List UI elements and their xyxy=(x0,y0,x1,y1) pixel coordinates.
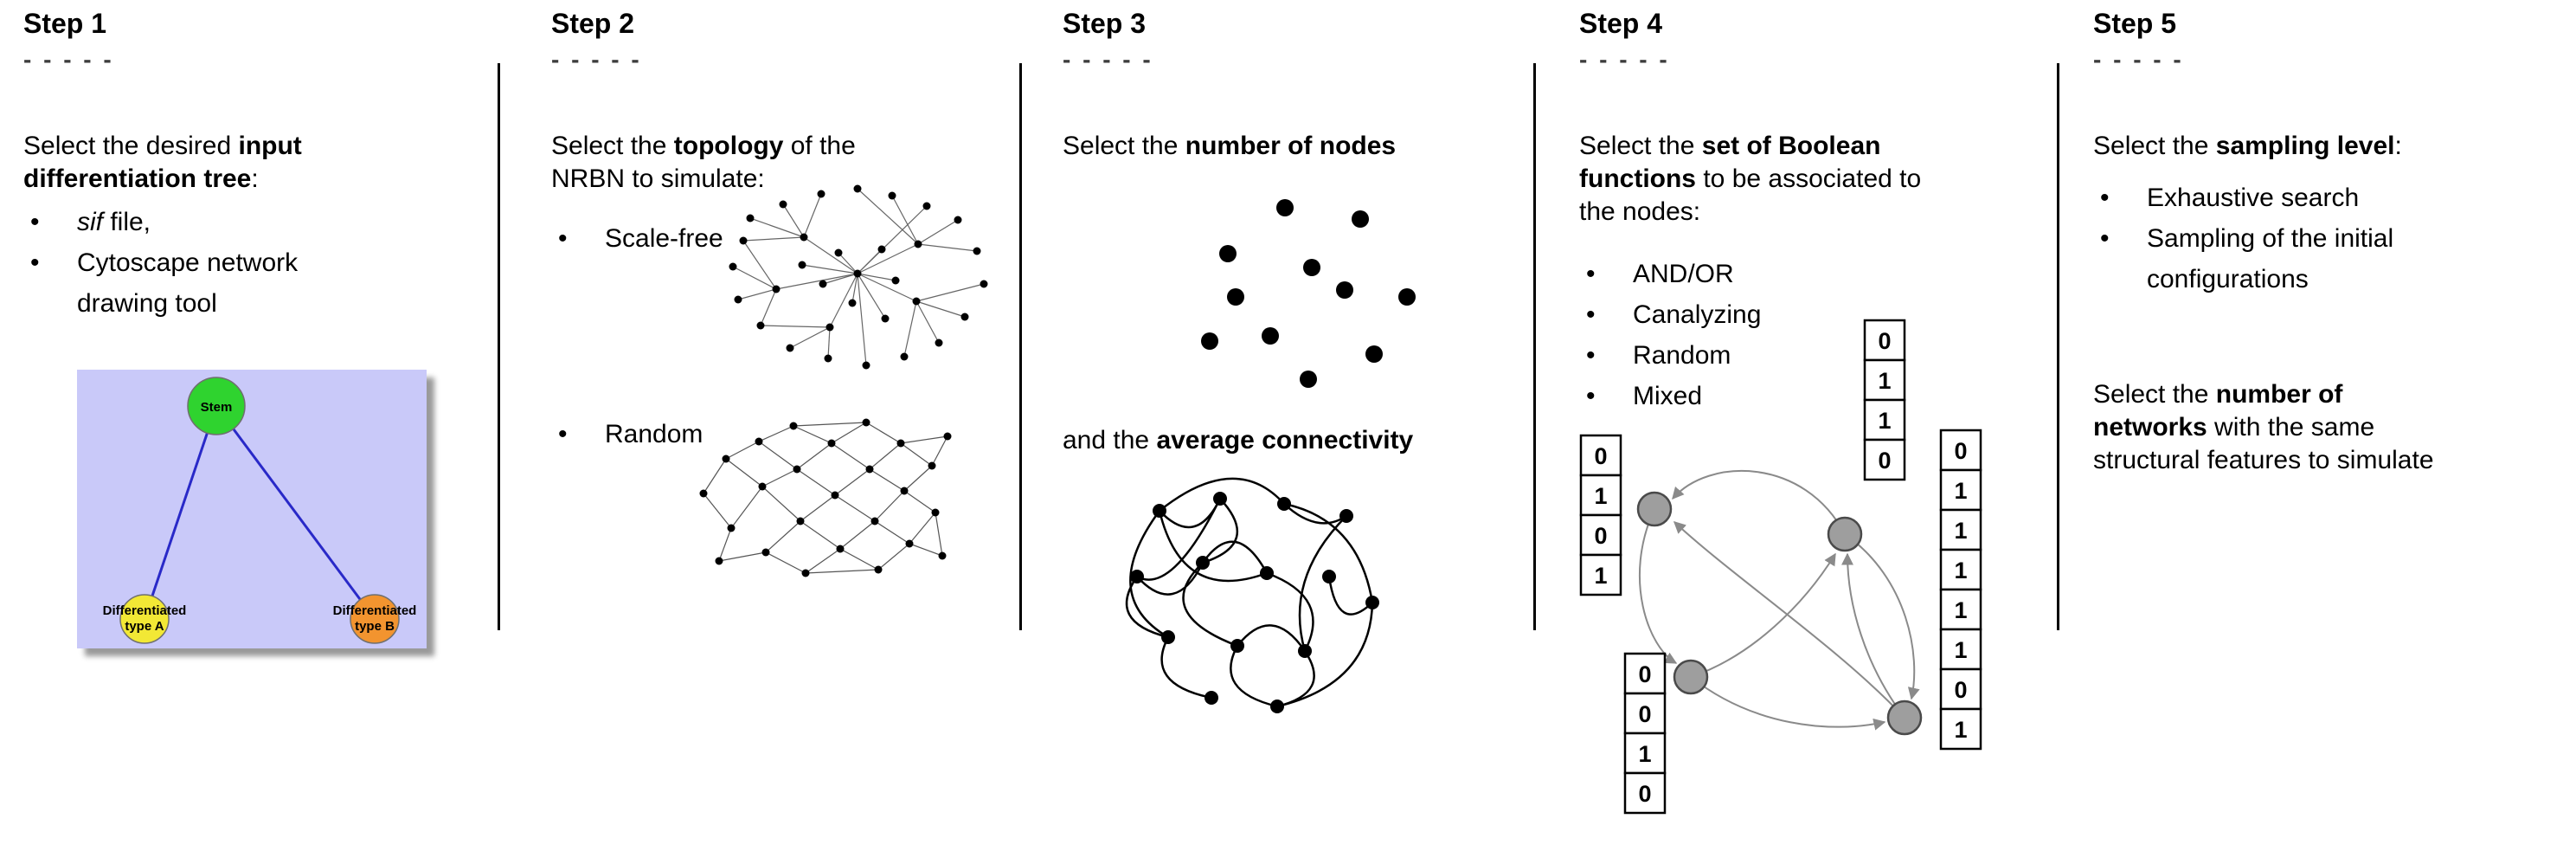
table-cell-value: 1 xyxy=(1954,637,1967,663)
type-a-label-line2: type A xyxy=(125,619,164,634)
table-cell-value: 0 xyxy=(1638,781,1651,807)
regulation-arrows xyxy=(1638,469,1920,731)
stem-label: Stem xyxy=(201,400,233,415)
bullet-item: sif file, xyxy=(23,202,335,242)
dashed-separator: - - - - - xyxy=(1063,46,1153,73)
dashed-separator: - - - - - xyxy=(23,46,114,73)
type-b-label-line1: Differentiated xyxy=(333,603,417,618)
bullet-item: Exhaustive search xyxy=(2093,177,2552,218)
table-cell-value: 1 xyxy=(1594,483,1607,509)
tree-edges xyxy=(143,405,376,620)
network-node xyxy=(1886,699,1923,736)
step-5-instruction-2: Select the number of networks with the s… xyxy=(2093,380,2434,474)
step-1-options: sif file, Cytoscape network drawing tool xyxy=(23,202,335,324)
bullet-item: Cytoscape network drawing tool xyxy=(23,242,335,324)
type-a-label-line1: Differentiated xyxy=(103,603,187,618)
table-cell-value: 1 xyxy=(1954,558,1967,583)
column-divider xyxy=(1019,63,1022,630)
scale-free-nodes xyxy=(729,184,988,370)
boolean-network-nodes xyxy=(1636,491,1923,736)
scale-free-network-image xyxy=(700,180,1012,384)
table-cell-value: 0 xyxy=(1594,443,1607,469)
dashed-separator: - - - - - xyxy=(2093,46,2184,73)
step-1-title: Step 1 xyxy=(23,8,107,39)
type-b-node xyxy=(350,594,400,644)
step-5-title: Step 5 xyxy=(2093,8,2177,39)
step-2-instruction: Select the topology of the NRBN to simul… xyxy=(551,132,856,193)
column-divider xyxy=(1533,63,1536,630)
step-3-title: Step 3 xyxy=(1063,8,1147,39)
step-3-instruction: Select the number of nodes xyxy=(1063,132,1397,160)
bullet-item: Mixed xyxy=(1579,376,1856,416)
step-5-column: Step 5 - - - - - Select the sampling lev… xyxy=(2093,0,2565,851)
step-2-title: Step 2 xyxy=(551,8,635,39)
column-divider xyxy=(498,63,500,630)
column-divider xyxy=(2057,63,2059,630)
dashed-separator: - - - - - xyxy=(1579,46,1670,73)
truth-table-left: 0 1 0 1 xyxy=(1579,434,1622,596)
table-cell-value: 0 xyxy=(1878,448,1891,474)
table-cell-value: 0 xyxy=(1594,523,1607,549)
connectivity-nodes xyxy=(1130,492,1379,713)
table-cell-value: 0 xyxy=(1954,677,1967,703)
nodes-dots-image xyxy=(1123,177,1469,403)
random-edges xyxy=(703,422,948,574)
random-network-image xyxy=(688,391,965,595)
table-cell-value: 0 xyxy=(1638,701,1651,727)
boolean-network-image: 0 1 1 0 0 1 0 1 xyxy=(1579,319,1995,829)
bullet-item: Sampling of the initial configurations xyxy=(2093,218,2552,300)
bullet-item: Canalyzing xyxy=(1579,294,1856,335)
dashed-separator: - - - - - xyxy=(551,46,642,73)
step-4-title: Step 4 xyxy=(1579,8,1663,39)
connectivity-network-image xyxy=(1106,466,1400,725)
table-cell-value: 0 xyxy=(1878,328,1891,354)
stem-node xyxy=(187,377,246,435)
truth-table-top: 0 1 1 0 xyxy=(1863,319,1906,481)
scale-free-edges xyxy=(732,188,985,366)
table-cell-value: 1 xyxy=(1954,478,1967,504)
network-node xyxy=(1636,491,1673,527)
step-4-options: AND/OR Canalyzing Random Mixed xyxy=(1579,254,1856,416)
table-cell-value: 0 xyxy=(1638,661,1651,687)
differentiation-tree-image: Stem Differentiated type A Differentiate… xyxy=(77,370,427,648)
table-cell-value: 0 xyxy=(1954,438,1967,464)
step-3-instruction-2: and the average connectivity xyxy=(1063,426,1414,455)
dots xyxy=(1201,199,1416,388)
step-5-instruction: Select the sampling level: xyxy=(2093,132,2402,160)
table-cell-value: 1 xyxy=(1594,563,1607,589)
type-b-label-line2: type B xyxy=(355,619,395,634)
bullet-item: Random xyxy=(1579,335,1856,376)
truth-table-bottom: 0 0 1 0 xyxy=(1623,652,1667,815)
random-nodes xyxy=(699,418,952,577)
step-4-instruction: Select the set of Boolean functions to b… xyxy=(1579,132,1922,226)
network-node xyxy=(1827,516,1863,552)
table-cell-value: 1 xyxy=(1638,741,1651,767)
table-cell-value: 1 xyxy=(1954,717,1967,743)
bullet-item: Random xyxy=(551,414,811,455)
table-cell-value: 1 xyxy=(1954,597,1967,623)
step-2-option-scale-free: Scale-free xyxy=(551,218,811,259)
table-cell-value: 1 xyxy=(1954,518,1967,544)
step-2-column: Step 2 - - - - - Select the topology of … xyxy=(551,0,1001,851)
step-1-instruction: Select the desired input differentiation… xyxy=(23,132,302,193)
connectivity-edges xyxy=(1125,477,1374,708)
table-cell-value: 1 xyxy=(1878,368,1891,394)
step-4-column: Step 4 - - - - - Select the set of Boole… xyxy=(1579,0,2042,851)
network-node xyxy=(1673,659,1709,695)
step-5-options: Exhaustive search Sampling of the initia… xyxy=(2093,177,2552,300)
truth-table-right: 0 1 1 1 1 1 0 1 xyxy=(1939,429,1982,751)
bullet-item: Scale-free xyxy=(551,218,811,259)
step-1-column: Step 1 - - - - - Select the desired inpu… xyxy=(23,0,482,851)
table-cell-value: 1 xyxy=(1878,408,1891,434)
type-a-node xyxy=(119,594,170,644)
step-2-option-random: Random xyxy=(551,414,811,455)
step-3-column: Step 3 - - - - - Select the number of no… xyxy=(1063,0,1521,851)
bullet-item: AND/OR xyxy=(1579,254,1856,294)
